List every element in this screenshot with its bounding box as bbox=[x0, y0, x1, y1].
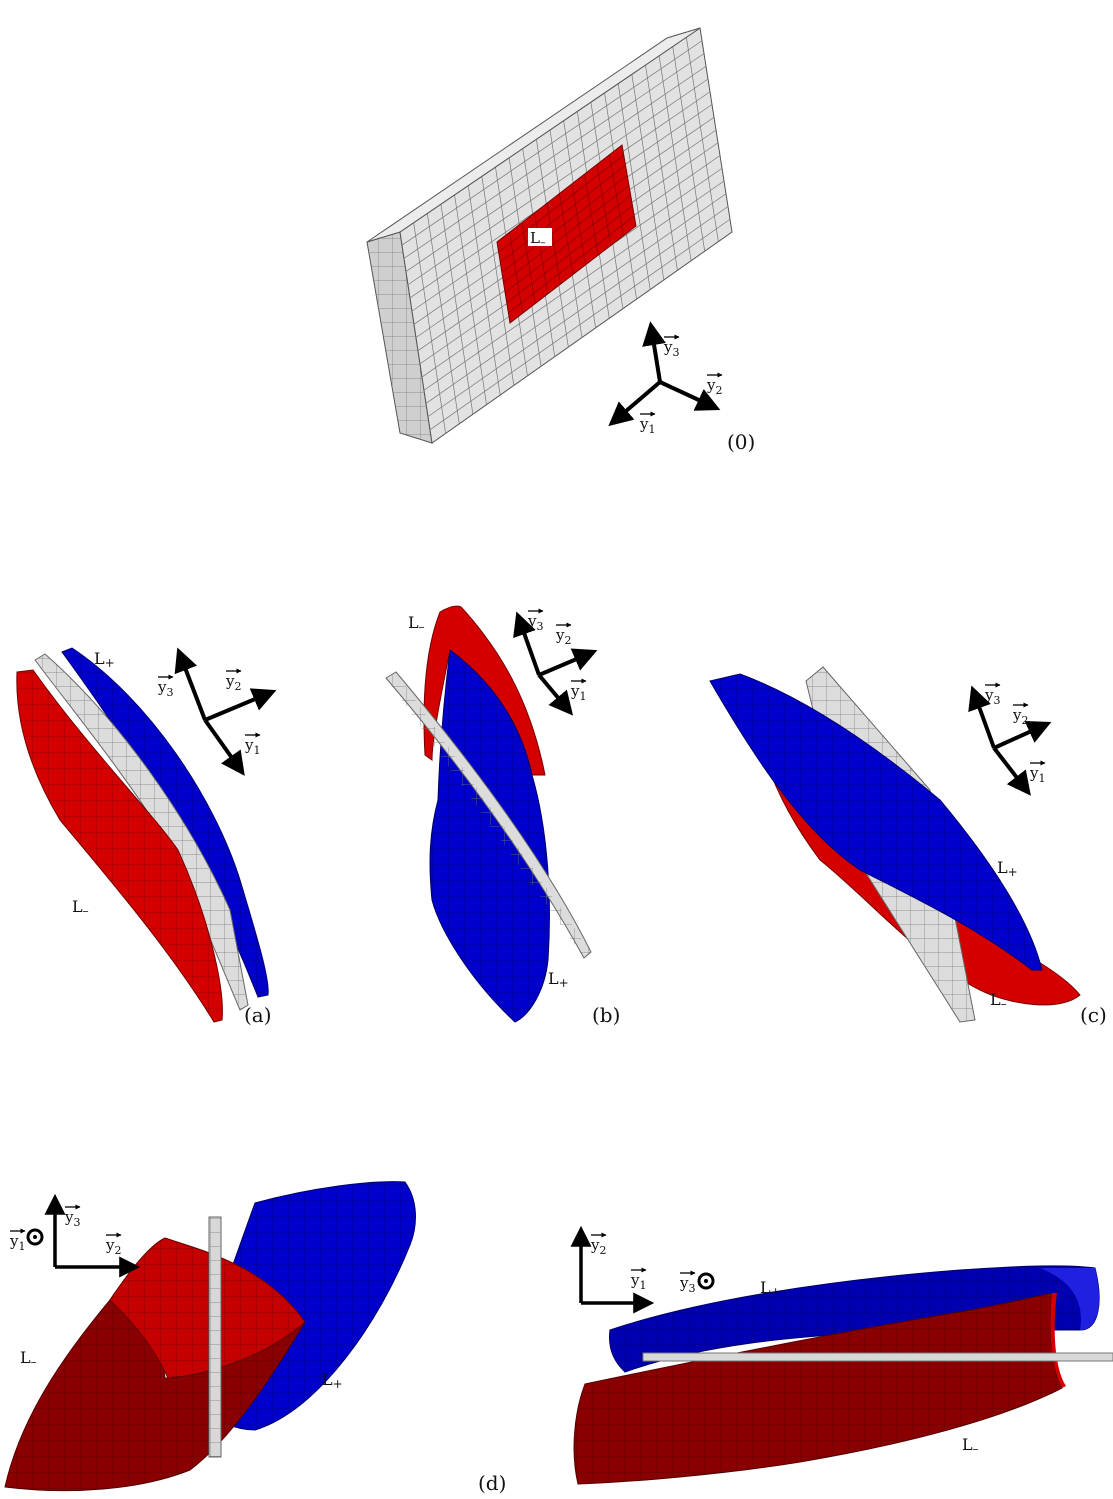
label-lplus-c: L+ bbox=[997, 858, 1018, 879]
svg-text:y1: y1 bbox=[639, 415, 655, 436]
axes-triad-0 bbox=[608, 321, 721, 427]
svg-text:y2: y2 bbox=[105, 1236, 121, 1257]
label-lminus-d-left: L– bbox=[20, 1348, 37, 1369]
caption-a: (a) bbox=[244, 1003, 272, 1027]
out-of-plane-y1-d-left bbox=[26, 1228, 44, 1246]
panel-a: L+ L– y3 y2 y1 (a) bbox=[16, 647, 277, 1027]
caption-b: (b) bbox=[592, 1003, 620, 1027]
red-patch-mesh-0 bbox=[498, 154, 635, 314]
svg-text:y1: y1 bbox=[570, 682, 586, 703]
svg-text:y3: y3 bbox=[527, 612, 543, 633]
svg-text:y3: y3 bbox=[679, 1274, 695, 1295]
svg-text:y2: y2 bbox=[706, 376, 722, 397]
svg-text:y3: y3 bbox=[157, 678, 173, 699]
caption-0: (0) bbox=[727, 430, 755, 454]
svg-text:y3: y3 bbox=[984, 686, 1000, 707]
plate-top-0 bbox=[366, 27, 701, 243]
axis-vector-arrows-d-left bbox=[10, 1204, 122, 1238]
axes-triad-a bbox=[174, 647, 277, 776]
svg-text:y3: y3 bbox=[663, 338, 679, 359]
svg-text:y2: y2 bbox=[555, 626, 571, 647]
axis-vector-arrows-0 bbox=[640, 334, 723, 417]
svg-text:y2: y2 bbox=[225, 672, 241, 693]
axis-labels-0: y3 y2 y1 bbox=[639, 338, 722, 436]
panel-d-left: L– L+ y3 y2 y1 bbox=[4, 1181, 416, 1492]
axis-labels-d-left: y3 y2 y1 bbox=[9, 1208, 121, 1257]
label-lplus-b: L+ bbox=[548, 969, 569, 990]
panel-c: L+ L– y3 y2 y1 (c) bbox=[709, 666, 1107, 1027]
label-lminus-0: L– bbox=[530, 229, 546, 249]
label-lminus-c: L– bbox=[990, 990, 1007, 1011]
svg-text:y2: y2 bbox=[590, 1236, 606, 1257]
panel-d-right: L+ L– y2 y1 y3 bbox=[570, 1225, 1113, 1485]
svg-text:y3: y3 bbox=[64, 1208, 80, 1229]
axes-triad-c bbox=[968, 685, 1052, 796]
axis-labels-c: y3 y2 y1 bbox=[984, 686, 1045, 785]
label-lplus-d-right: L+ bbox=[760, 1278, 781, 1299]
svg-text:y1: y1 bbox=[9, 1232, 25, 1253]
gray-plate-d-right bbox=[642, 1352, 1113, 1362]
axis-labels-a: y3 y2 y1 bbox=[157, 672, 260, 757]
panel-b: L– L+ y3 y2 y1 (b) bbox=[385, 605, 620, 1027]
svg-text:y1: y1 bbox=[630, 1271, 646, 1292]
axis-vector-arrows-c bbox=[985, 682, 1046, 766]
axes-2d-d-left bbox=[44, 1193, 141, 1278]
axis-vector-arrows-a bbox=[158, 668, 261, 738]
svg-text:y1: y1 bbox=[1029, 764, 1045, 785]
label-lminus-a: L– bbox=[72, 897, 89, 918]
axes-triad-b bbox=[513, 611, 598, 716]
label-lminus-b: L– bbox=[408, 613, 425, 634]
caption-c: (c) bbox=[1080, 1003, 1107, 1027]
label-lplus-a: L+ bbox=[94, 649, 115, 670]
out-of-plane-y3-d-right bbox=[697, 1272, 715, 1290]
axis-labels-d-right: y2 y1 y3 bbox=[590, 1236, 695, 1295]
axis-vector-arrows-b bbox=[528, 608, 587, 684]
svg-text:y2: y2 bbox=[1012, 706, 1028, 727]
axis-vector-arrows-d-right bbox=[591, 1232, 696, 1276]
svg-text:y1: y1 bbox=[244, 736, 260, 757]
label-lminus-d-right: L– bbox=[962, 1435, 979, 1456]
caption-d: (d) bbox=[478, 1471, 506, 1495]
axis-labels-b: y3 y2 y1 bbox=[527, 612, 586, 703]
axes-2d-d-right bbox=[570, 1225, 655, 1314]
label-lplus-d-left: L+ bbox=[322, 1370, 343, 1391]
panel-0: L– y3 y2 y1 (0) bbox=[366, 27, 755, 454]
